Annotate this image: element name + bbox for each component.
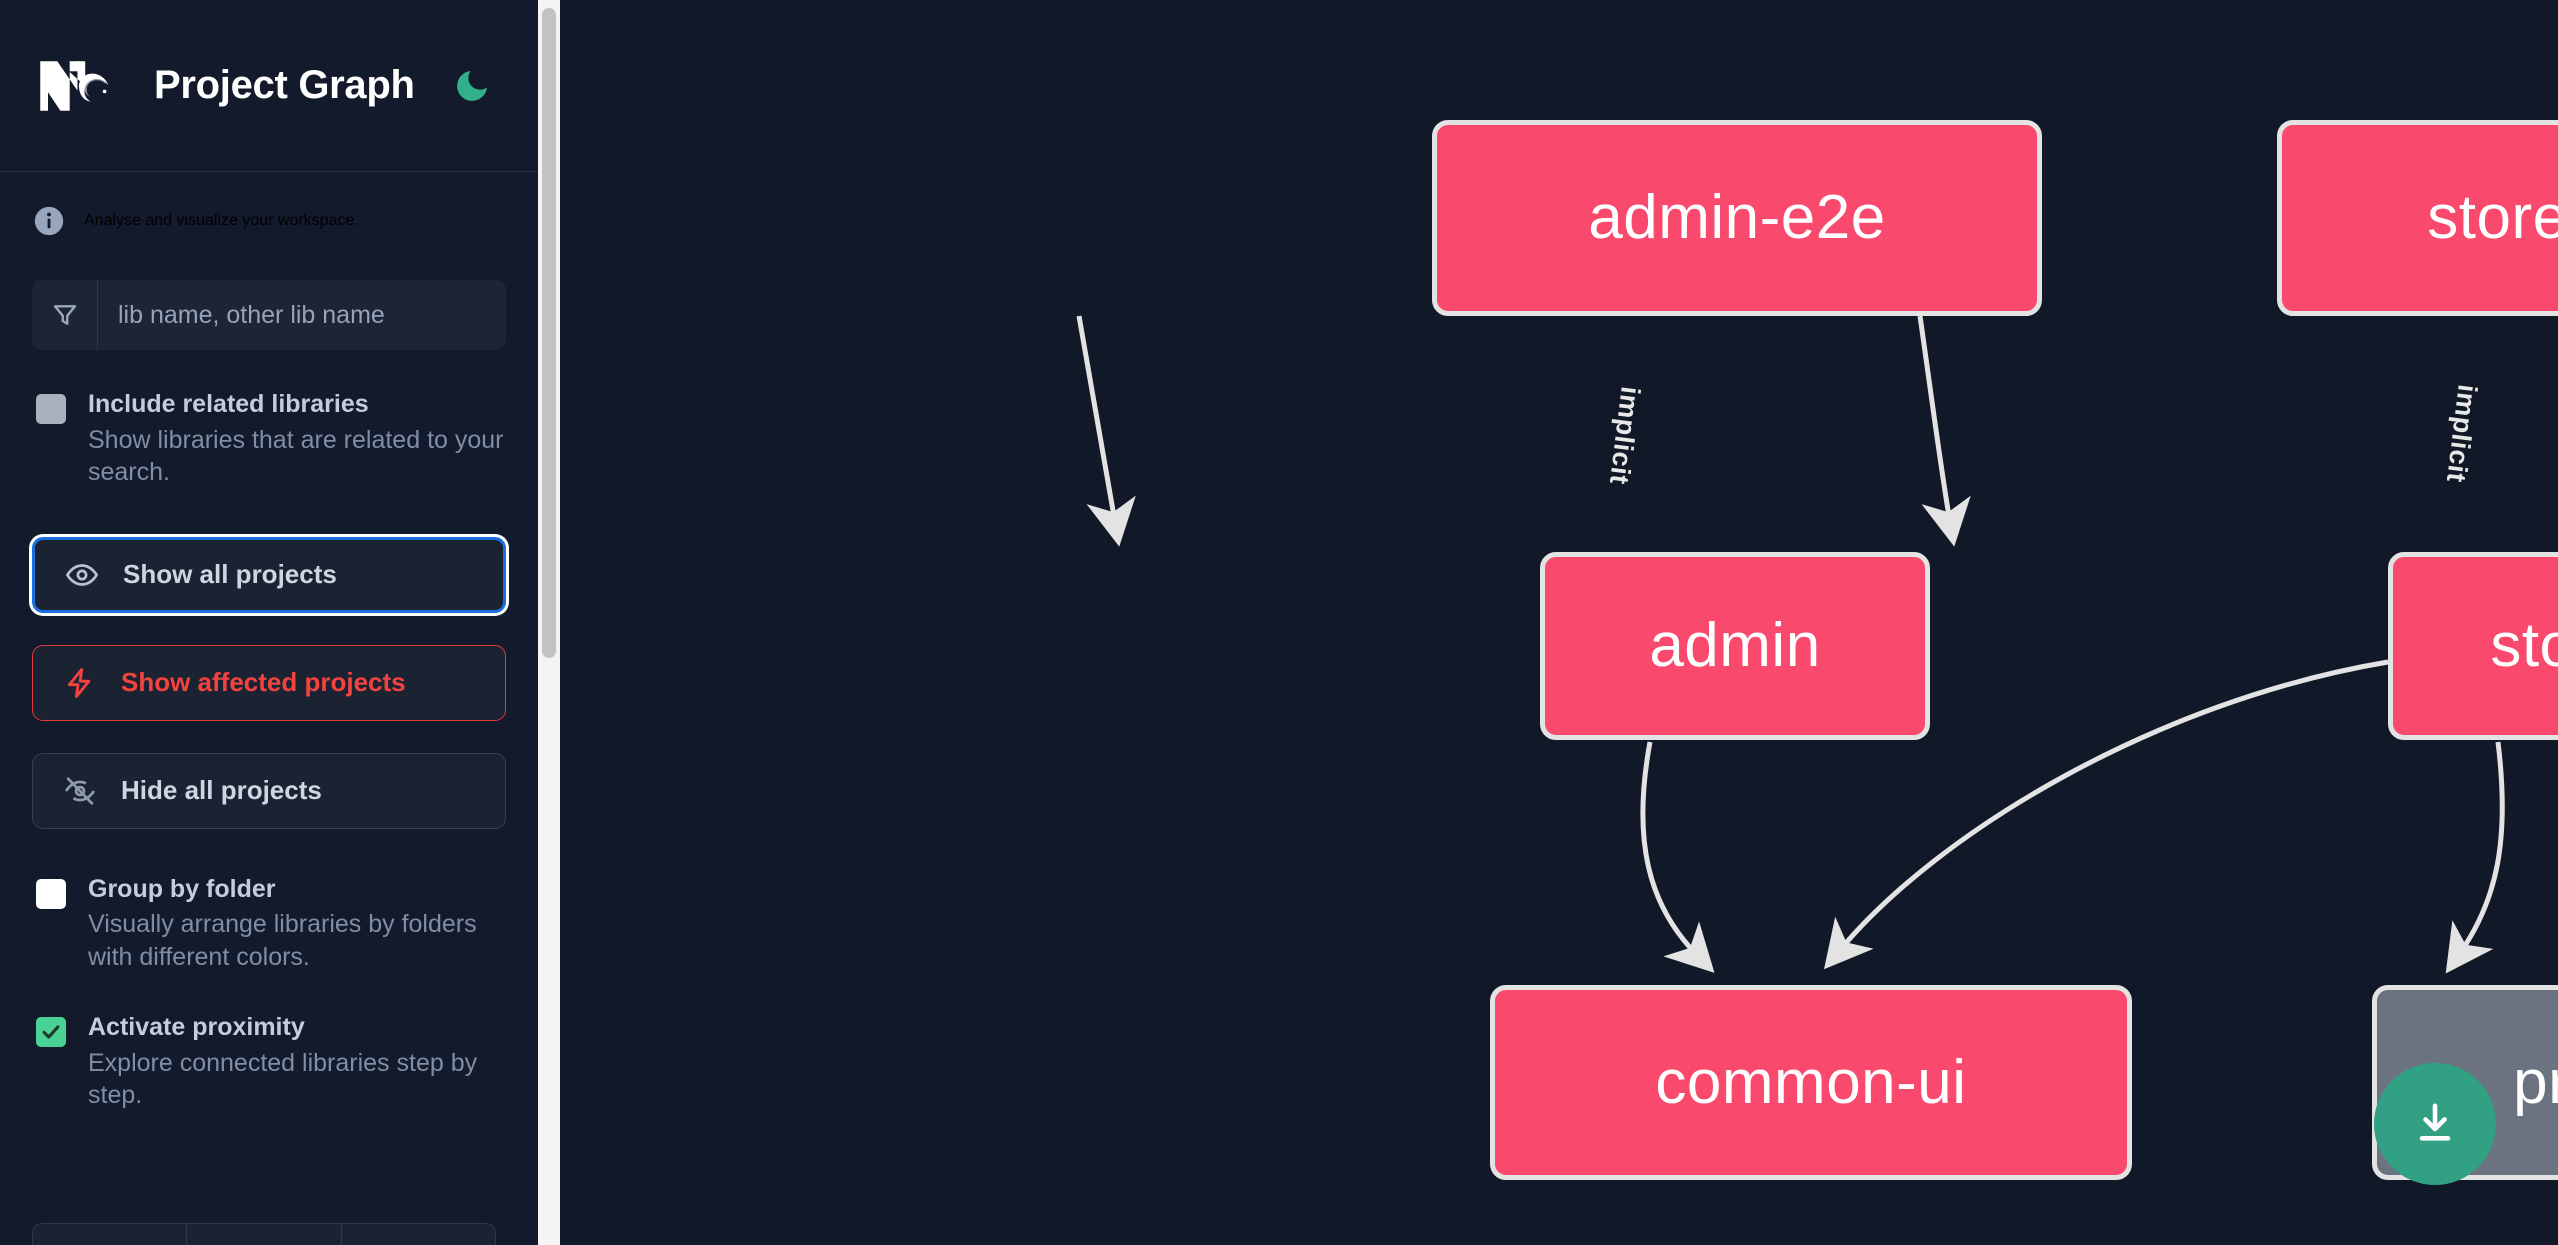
include-related-libraries-label: Include related libraries [88,390,369,418]
graph-node-label: common-ui [1655,1047,1967,1117]
graph-canvas[interactable]: admin-e2e store-e2e admin store common-u… [560,0,2558,1245]
edge-store-e2e-to-store [1917,315,1971,547]
graph-edges [1076,315,2505,974]
group-by-folder-label: Group by folder [88,874,276,903]
sidebar: Project Graph Analyse and visualize yo [0,0,560,1245]
lightning-icon [67,667,91,698]
activate-proximity-label: Activate proximity [88,1013,305,1041]
graph-node-label: store [2490,611,2558,680]
show-affected-projects-label: Show affected projects [121,667,406,697]
graph-node-admin-e2e[interactable]: admin-e2e [1432,120,2042,316]
graph-node-admin[interactable]: admin [1540,552,1930,740]
include-related-libraries-checkbox[interactable] [36,394,66,424]
graph-node-label: admin [1649,611,1821,680]
project-action-buttons: Show all projects Show affected projects [32,536,506,829]
graph-node-label: admin-e2e [1588,183,1886,252]
activate-proximity-checkbox[interactable] [36,1017,66,1047]
include-related-libraries-description: Show libraries that are related to your … [88,425,504,487]
graph-node-common-ui[interactable]: common-ui [1490,985,2132,1180]
workspace-subtitle: Analyse and visualize your workspace. [0,172,538,238]
edge-store-to-products [2445,741,2505,974]
funnel-icon[interactable] [32,280,98,350]
graph-node-store[interactable]: store [2388,552,2558,740]
segmented-control-option-1[interactable] [32,1223,188,1245]
info-icon [32,204,66,238]
group-by-folder-checkbox[interactable] [36,878,66,909]
edge-store-to-common-ui [1823,659,2389,970]
checkbox-row-include-related-libraries[interactable]: Include related libraries Show libraries… [32,390,506,489]
checkbox-row-activate-proximity[interactable]: Activate proximity Explore connected lib… [32,1013,506,1112]
check-icon [42,1025,60,1039]
show-affected-projects-button[interactable]: Show affected projects [32,644,506,721]
graph-node-label: store-e2e [2427,183,2558,252]
sidebar-scrollbar-thumb[interactable] [542,8,556,658]
sidebar-scrollbar-track[interactable] [538,0,560,1245]
segmented-control-option-2[interactable] [187,1223,342,1245]
hide-all-projects-label: Hide all projects [121,775,322,805]
graph-node-label: products [2513,1047,2558,1117]
download-icon [2419,1103,2451,1141]
edge-admin-to-common-ui [1640,741,1715,973]
sidebar-header: Project Graph [0,0,538,172]
download-button[interactable] [2374,1063,2496,1185]
show-all-projects-label: Show all projects [123,559,337,589]
moon-icon[interactable] [449,63,495,109]
checkbox-row-group-by-folder[interactable]: Group by folder Visually arrange librari… [32,875,506,974]
page-title: Project Graph [154,63,415,107]
workspace-subtitle-text: Analyse and visualize your workspace. [84,212,359,229]
eye-off-icon [64,776,96,805]
show-all-projects-button[interactable]: Show all projects [32,536,506,613]
search-input[interactable] [98,280,506,350]
group-by-folder-description: Visually arrange libraries by folders wi… [88,910,477,971]
filter-bar [32,280,506,350]
segmented-control-peek[interactable] [32,1223,496,1245]
segmented-control-option-3[interactable] [341,1223,496,1245]
hide-all-projects-button[interactable]: Hide all projects [32,752,506,829]
eye-icon [65,563,99,586]
edge-admin-e2e-to-admin [1076,315,1136,547]
activate-proximity-description: Explore connected libraries step by step… [88,1048,478,1110]
graph-node-store-e2e[interactable]: store-e2e [2277,120,2558,316]
nx-logo [32,55,126,117]
